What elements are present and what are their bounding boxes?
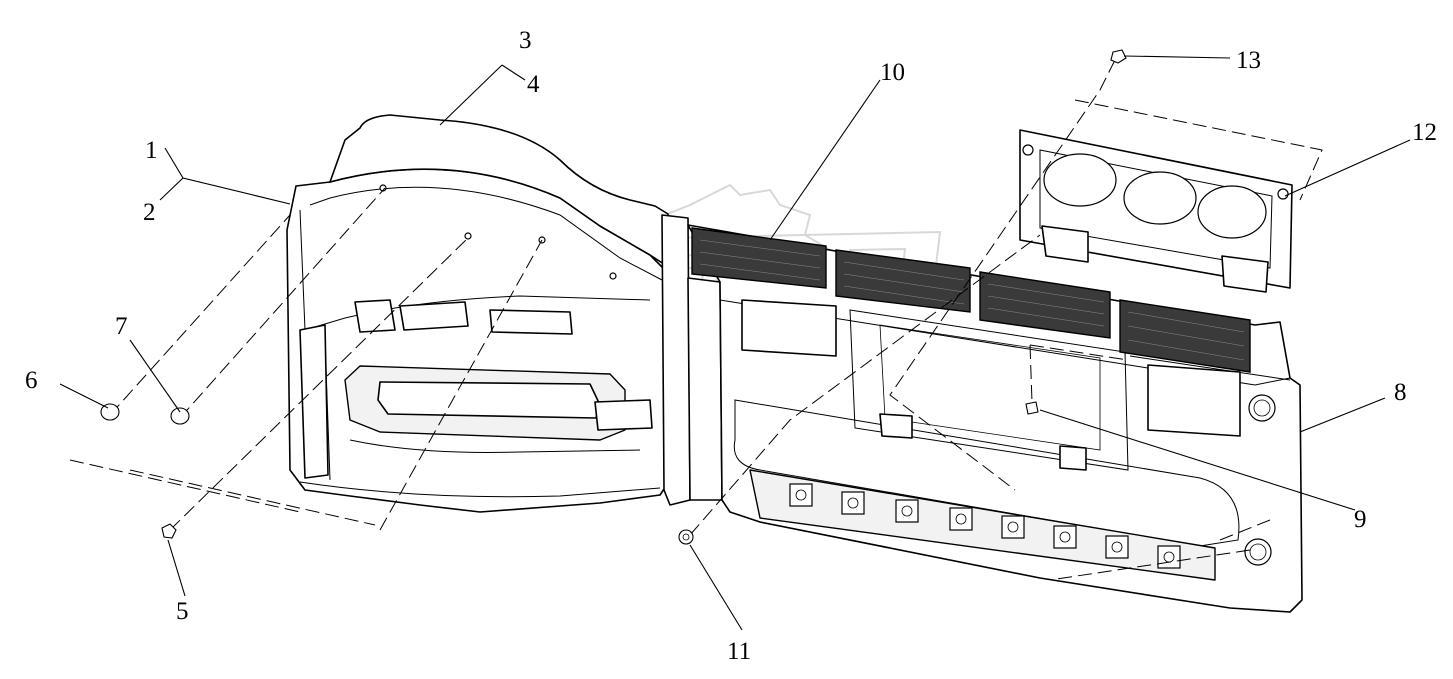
callout-11: 11 xyxy=(727,638,751,665)
callout-7: 7 xyxy=(115,313,128,340)
callout-3: 3 xyxy=(519,27,532,54)
washer-7 xyxy=(170,407,190,425)
left-panel-assembly xyxy=(286,114,671,513)
callout-4: 4 xyxy=(527,71,540,98)
leader-lines xyxy=(59,55,1411,631)
lower-clip-row xyxy=(789,483,1181,569)
center-bracket xyxy=(661,214,723,506)
callout-8: 8 xyxy=(1394,379,1407,406)
callout-5: 5 xyxy=(176,598,189,625)
callouts: 1 2 3 4 5 6 7 8 9 10 11 12 13 xyxy=(25,27,1437,665)
callout-6: 6 xyxy=(25,367,38,394)
callout-9: 9 xyxy=(1354,506,1367,533)
nut-11 xyxy=(678,529,694,545)
screw-5 xyxy=(161,523,177,539)
nut-9 xyxy=(1025,401,1039,415)
callout-13: 13 xyxy=(1236,47,1261,74)
screw-13 xyxy=(1110,49,1127,64)
callout-1: 1 xyxy=(145,137,158,164)
washer-6 xyxy=(100,403,120,421)
callout-10: 10 xyxy=(880,59,905,86)
callout-12: 12 xyxy=(1412,119,1437,146)
assembly-lines xyxy=(69,59,1323,581)
callout-2: 2 xyxy=(143,199,156,226)
fasteners xyxy=(100,49,1127,545)
cover-plate xyxy=(1019,129,1293,293)
vent-grilles xyxy=(691,227,1251,373)
